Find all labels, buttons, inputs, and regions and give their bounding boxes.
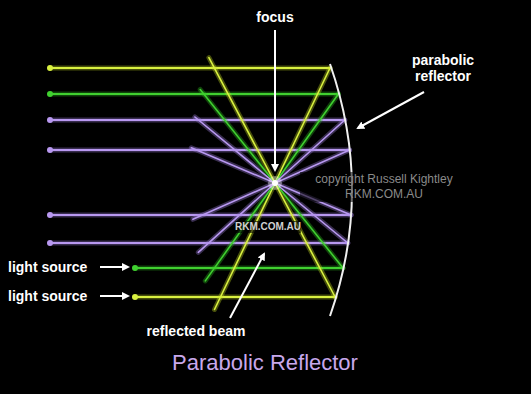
copyright-watermark: copyright Russell Kightley RKM.COM.AU xyxy=(300,172,468,202)
reflector-label: parabolic reflector xyxy=(388,52,498,84)
reflected-beam-label: reflected beam xyxy=(147,323,246,339)
light-source-label: light source xyxy=(8,288,87,304)
watermark-small: RKM.COM.AU xyxy=(235,221,301,233)
light-source-label: light source xyxy=(8,259,87,275)
focus-label: focus xyxy=(256,9,293,25)
diagram-title: Parabolic Reflector xyxy=(172,350,358,376)
